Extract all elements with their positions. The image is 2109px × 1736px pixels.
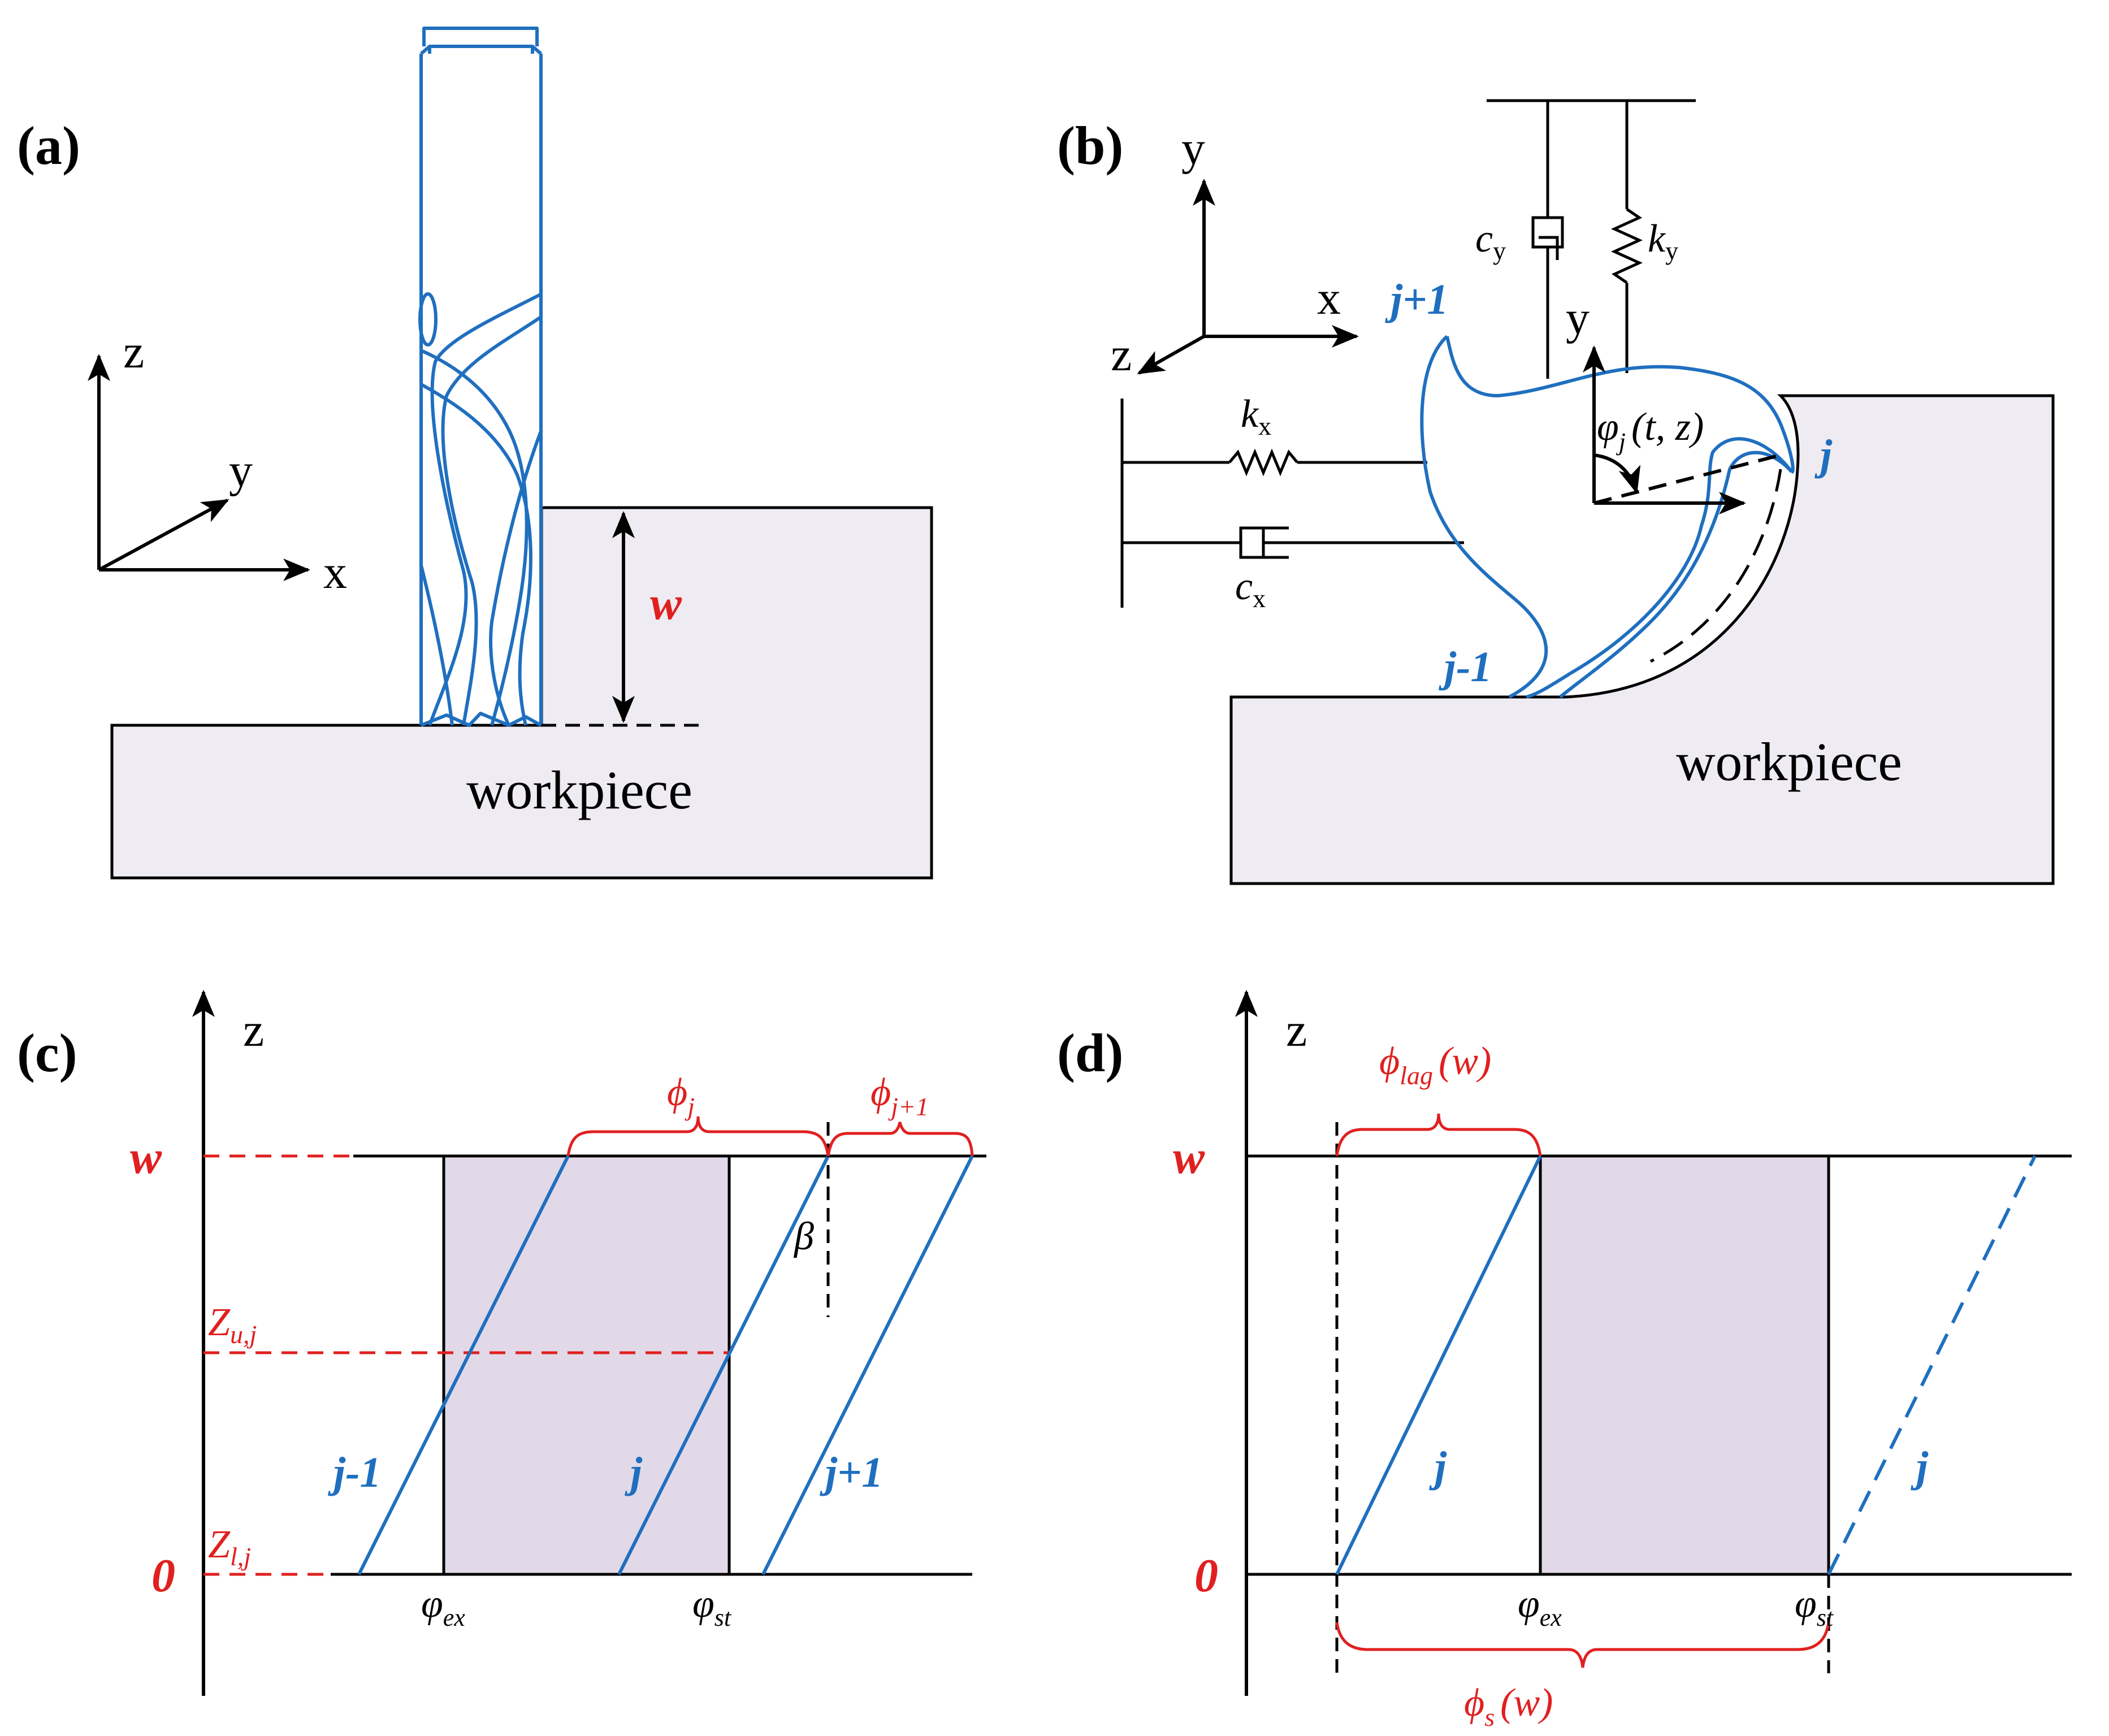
phi-st-label-c: φst <box>692 1582 732 1631</box>
workpiece-a-label: workpiece <box>466 760 692 820</box>
panel-a-label: (a) <box>17 115 80 176</box>
tooth-label-j-minus-1-b: j-1 <box>1439 643 1492 691</box>
depth-label-a: w <box>650 577 682 630</box>
phi-ex-label-c: φex <box>421 1582 465 1631</box>
zero-label-c: 0 <box>151 1549 175 1602</box>
w-label-c: w <box>130 1131 162 1184</box>
axis-a-y: y <box>229 444 253 497</box>
phi-lag-label: ϕlag(w) <box>1379 1040 1491 1090</box>
axis-b-x: x <box>1317 272 1341 324</box>
workpiece-b-label: workpiece <box>1676 731 1902 792</box>
tool-axis-y: y <box>1566 292 1590 344</box>
phi-j-label: ϕj <box>667 1071 695 1121</box>
tooth-line-solid-d <box>1335 1155 1542 1575</box>
axes-b <box>1137 179 1359 375</box>
panel-a: (a) workpiece z y x <box>17 27 933 880</box>
end-mill-tool <box>418 27 543 727</box>
k-x-label: kx <box>1241 392 1271 440</box>
angle-label-b: φj(t, z) <box>1597 405 1704 456</box>
cut-region-c <box>444 1156 729 1574</box>
panel-b: (b) workpiece y x z cy ky <box>1057 99 2055 885</box>
axis-a-x: x <box>323 546 347 599</box>
tool-dashed-arc <box>1649 469 1782 663</box>
tooth-line-dashed-d <box>1827 1155 2037 1575</box>
tooth-label-j-minus-1-c: j-1 <box>328 1449 381 1496</box>
tooth-lines-c <box>357 1155 974 1575</box>
panel-b-label: (b) <box>1057 115 1123 176</box>
zero-label-d: 0 <box>1194 1549 1218 1602</box>
tooth-label-a-d: j <box>1429 1443 1447 1491</box>
workpiece-b <box>1229 394 2055 885</box>
c-x-label: cx <box>1235 565 1266 613</box>
phi-ex-label-d: φex <box>1518 1582 1562 1631</box>
y-support <box>1487 99 1696 379</box>
tooth-label-b-d: j <box>1911 1443 1929 1491</box>
panel-d-label: (d) <box>1057 1023 1123 1083</box>
z-axis-label-d: z <box>1286 1004 1307 1057</box>
phi-j1-label: ϕj+1 <box>871 1071 929 1121</box>
z-axis-label-c: z <box>243 1004 264 1057</box>
cut-region-d <box>1540 1156 1829 1574</box>
x-support <box>1120 399 1464 608</box>
tool-cross-section <box>1420 335 1795 699</box>
tooth-label-j-plus-1-c: j+1 <box>820 1449 883 1496</box>
phi-st-label-d: φst <box>1795 1582 1834 1631</box>
level-dashes-c <box>203 1154 729 1576</box>
axis-b-y: y <box>1181 122 1205 175</box>
phi-s-label: ϕs(w) <box>1464 1681 1553 1731</box>
tool-axes <box>1583 345 1781 514</box>
panel-c-label: (c) <box>17 1023 77 1083</box>
panel-d: (d) z w 0 j j ϕlag(w) ϕs(w) φex φst <box>1057 990 2072 1731</box>
axis-a-z: z <box>123 326 144 378</box>
panel-c: (c) z w 0 Zu,j Zl,j j-1 j j+1 β <box>17 990 986 1696</box>
phi-lag-brace <box>1335 1113 1542 1157</box>
beta-label: β <box>793 1215 814 1258</box>
phi-j1-brace <box>826 1122 974 1157</box>
k-y-label: ky <box>1648 217 1678 265</box>
tooth-label-j-plus-1-b: j+1 <box>1385 276 1448 323</box>
axes-a <box>88 354 310 581</box>
phi-s-brace <box>1335 1622 1830 1668</box>
z-upper-label: Zu,j <box>208 1301 257 1349</box>
phi-j-brace <box>566 1116 830 1157</box>
axis-b-z: z <box>1111 328 1132 381</box>
w-label-d: w <box>1173 1131 1205 1184</box>
z-lower-label: Zl,j <box>208 1523 251 1571</box>
c-y-label: cy <box>1475 217 1506 265</box>
